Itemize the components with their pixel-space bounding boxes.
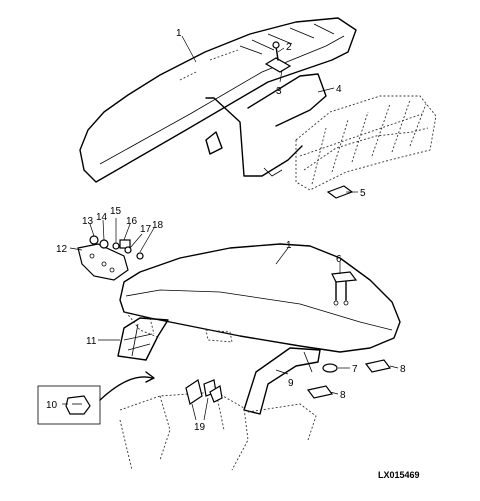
callout-12: 12	[56, 244, 68, 255]
frame-structure	[119, 329, 317, 471]
leader-lines	[62, 35, 399, 421]
callout-1-bottom: 1	[286, 240, 292, 251]
callout-15: 15	[110, 206, 122, 217]
callout-10: 10	[46, 400, 58, 411]
callout-11: 11	[86, 336, 97, 347]
callout-6: 6	[336, 254, 342, 265]
callout-18: 18	[152, 220, 164, 231]
callout-8-upper: 8	[400, 364, 406, 375]
callout-2: 2	[286, 42, 292, 53]
callout-7: 7	[352, 364, 358, 375]
upper-hood-panel	[79, 17, 357, 183]
rear-grille	[295, 95, 437, 191]
callouts: 1 2 3 4 5 1 6 7 8 8 9 10 11 12 13 14 15 …	[46, 28, 406, 433]
callout-19: 19	[194, 422, 206, 433]
rubber-pads	[306, 359, 392, 399]
callout-5: 5	[360, 188, 366, 199]
callout-3: 3	[276, 86, 282, 97]
support-rod	[205, 73, 327, 177]
callout-9: 9	[288, 378, 294, 389]
screw-bracket	[264, 41, 292, 73]
callout-14: 14	[96, 212, 108, 223]
hinge-bracket	[77, 243, 129, 281]
striker	[331, 271, 358, 306]
main-hood	[119, 243, 401, 353]
detail-inset	[37, 371, 155, 425]
callout-8-lower: 8	[340, 390, 346, 401]
bumper-pad	[322, 363, 338, 373]
side-rail	[243, 347, 321, 415]
reference-code: LX015469	[378, 470, 420, 480]
callout-1-top: 1	[176, 28, 182, 39]
callout-17: 17	[140, 224, 152, 235]
callout-13: 13	[82, 216, 94, 227]
callout-4: 4	[336, 84, 342, 95]
retaining-clips	[185, 379, 223, 405]
callout-16: 16	[126, 216, 138, 227]
seal-strip	[117, 317, 169, 361]
